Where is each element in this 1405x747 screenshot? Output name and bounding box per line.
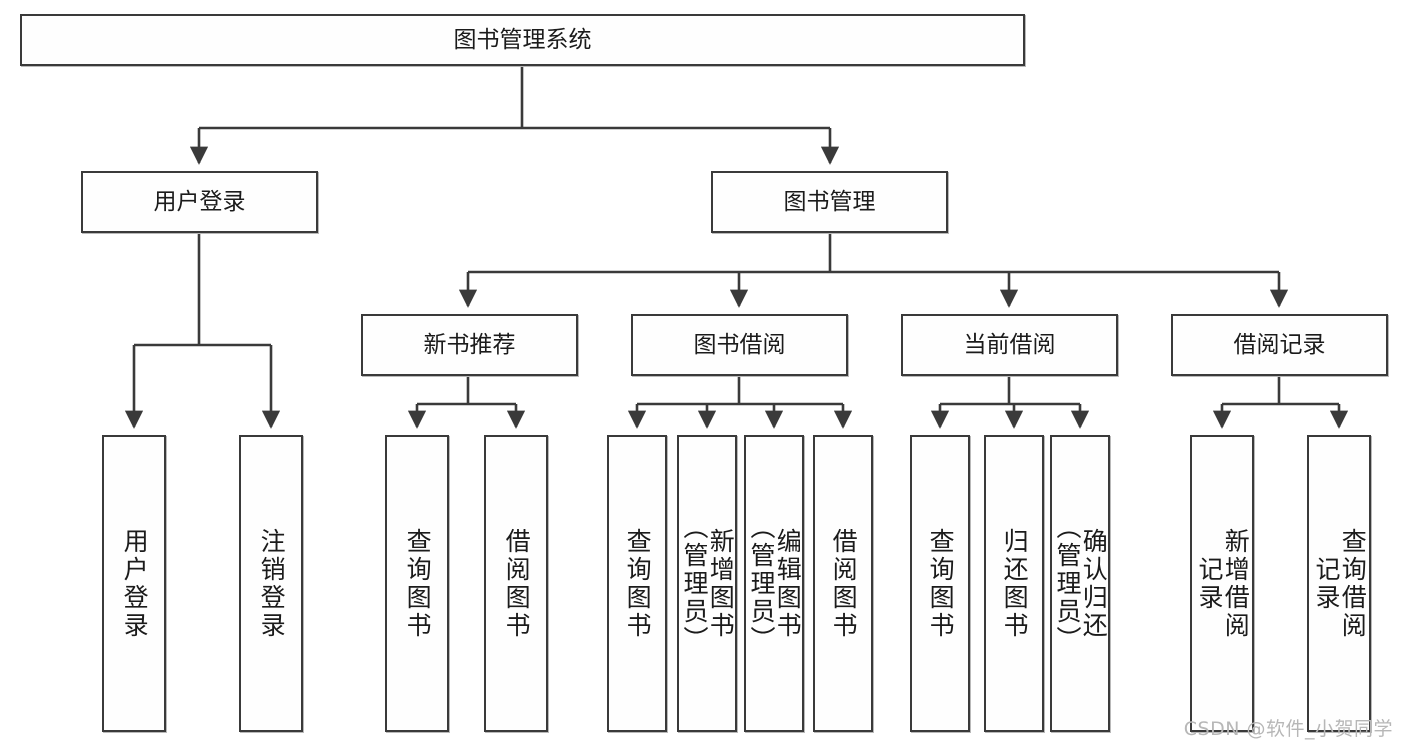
watermark-text: CSDN @软件_小贺同学	[1183, 718, 1393, 740]
leaf-user-login-label: 用户登录	[120, 527, 150, 640]
leaf-query-borrow-record[interactable]: 查询借阅 记录	[1307, 435, 1371, 732]
leaf-edit-book-admin[interactable]: 编辑图书 （管理员）	[744, 435, 804, 732]
leaf-add-borrow-record-label: 新增借阅 记录	[1195, 527, 1251, 640]
leaf-query-borrow-record-label: 查询借阅 记录	[1312, 527, 1368, 640]
leaf-add-borrow-record[interactable]: 新增借阅 记录	[1190, 435, 1254, 732]
node-borrow-record[interactable]: 借阅记录	[1171, 314, 1388, 376]
node-new-book-recommend[interactable]: 新书推荐	[361, 314, 578, 376]
leaf-add-book-admin[interactable]: 新增图书 （管理员）	[677, 435, 737, 732]
leaf-borrow-book-newbook-label: 借阅图书	[502, 527, 532, 640]
leaf-lend-book[interactable]: 借阅图书	[813, 435, 873, 732]
leaf-query-book-borrow[interactable]: 查询图书	[607, 435, 667, 732]
node-current-borrow[interactable]: 当前借阅	[901, 314, 1118, 376]
node-root[interactable]: 图书管理系统	[20, 14, 1025, 66]
node-book-borrow[interactable]: 图书借阅	[631, 314, 848, 376]
node-borrow-record-label: 借阅记录	[1233, 331, 1326, 358]
node-user-login[interactable]: 用户登录	[81, 171, 318, 233]
node-book-management-label: 图书管理	[783, 188, 876, 215]
leaf-logout-label: 注销登录	[257, 527, 287, 640]
leaf-query-book-newbook-label: 查询图书	[403, 527, 433, 640]
node-book-management[interactable]: 图书管理	[711, 171, 948, 233]
leaf-logout[interactable]: 注销登录	[239, 435, 303, 732]
leaf-confirm-return-admin-label: 确认归还 （管理员）	[1053, 513, 1109, 654]
node-book-borrow-label: 图书借阅	[693, 331, 786, 358]
leaf-query-book-newbook[interactable]: 查询图书	[385, 435, 449, 732]
node-user-login-label: 用户登录	[153, 188, 246, 215]
leaf-user-login[interactable]: 用户登录	[102, 435, 166, 732]
leaf-query-book-current[interactable]: 查询图书	[910, 435, 970, 732]
leaf-return-book[interactable]: 归还图书	[984, 435, 1044, 732]
leaf-confirm-return-admin[interactable]: 确认归还 （管理员）	[1050, 435, 1110, 732]
leaf-edit-book-admin-label: 编辑图书 （管理员）	[747, 513, 803, 654]
leaf-return-book-label: 归还图书	[1000, 527, 1030, 640]
node-root-label: 图书管理系统	[453, 26, 592, 53]
leaf-query-book-borrow-label: 查询图书	[623, 527, 653, 640]
node-new-book-recommend-label: 新书推荐	[423, 331, 516, 358]
node-current-borrow-label: 当前借阅	[963, 331, 1056, 358]
leaf-query-book-current-label: 查询图书	[926, 527, 956, 640]
leaf-lend-book-label: 借阅图书	[829, 527, 859, 640]
leaf-add-book-admin-label: 新增图书 （管理员）	[680, 513, 736, 654]
leaf-borrow-book-newbook[interactable]: 借阅图书	[484, 435, 548, 732]
